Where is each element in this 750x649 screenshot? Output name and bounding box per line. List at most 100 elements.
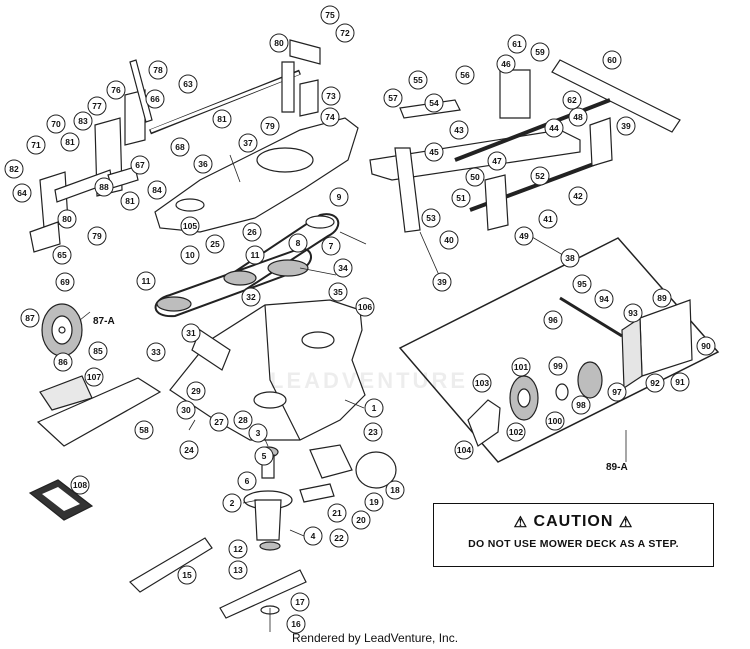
svg-text:6: 6 (245, 476, 250, 486)
callout-98: 98 (571, 395, 591, 415)
svg-text:7: 7 (329, 241, 334, 251)
callout-81b: 81 (120, 191, 140, 211)
callout-34: 34 (333, 258, 353, 278)
svg-text:21: 21 (332, 508, 342, 518)
callout-61: 61 (507, 34, 527, 54)
svg-text:8: 8 (296, 238, 301, 248)
svg-text:1: 1 (372, 403, 377, 413)
svg-text:81: 81 (65, 137, 75, 147)
callout-44: 44 (544, 118, 564, 138)
footer-credit: Rendered by LeadVenture, Inc. (291, 631, 459, 645)
svg-text:4: 4 (311, 531, 316, 541)
svg-text:104: 104 (457, 445, 471, 455)
callout-36: 36 (193, 154, 213, 174)
caution-heading: ⚠ CAUTION ⚠ (434, 513, 713, 531)
svg-text:17: 17 (295, 597, 305, 607)
svg-text:30: 30 (181, 405, 191, 415)
callout-39: 39 (432, 272, 452, 292)
svg-text:53: 53 (426, 213, 436, 223)
callout-47: 47 (487, 151, 507, 171)
callout-53: 53 (421, 208, 441, 228)
callout-6: 6 (237, 471, 257, 491)
svg-text:81: 81 (125, 196, 135, 206)
svg-text:86: 86 (58, 357, 68, 367)
callout-93: 93 (623, 303, 643, 323)
svg-text:43: 43 (454, 125, 464, 135)
callout-107: 107 (84, 367, 104, 387)
callout-72: 72 (335, 23, 355, 43)
svg-text:102: 102 (509, 427, 523, 437)
svg-text:22: 22 (334, 533, 344, 543)
svg-text:27: 27 (214, 417, 224, 427)
svg-text:38: 38 (565, 253, 575, 263)
callout-76: 76 (106, 80, 126, 100)
svg-text:11: 11 (142, 276, 151, 286)
callout-79: 79 (87, 226, 107, 246)
callout-101: 101 (511, 357, 531, 377)
callout-43: 43 (449, 120, 469, 140)
svg-text:25: 25 (210, 239, 220, 249)
callout-24: 24 (179, 440, 199, 460)
svg-text:100: 100 (548, 416, 562, 426)
callout-16: 16 (286, 614, 306, 634)
svg-text:3: 3 (256, 428, 261, 438)
hitch-frame-assembly (369, 59, 681, 233)
part-callouts: 1 2 3 4 5 6 7 8 9 10 11 11 12 13 15 16 1… (4, 5, 716, 634)
svg-text:82: 82 (9, 164, 19, 174)
callout-91: 91 (670, 372, 690, 392)
svg-text:68: 68 (175, 142, 185, 152)
svg-text:81: 81 (217, 114, 227, 124)
callout-39b: 39 (616, 116, 636, 136)
svg-text:34: 34 (338, 263, 348, 273)
callout-99: 99 (548, 356, 568, 376)
svg-text:42: 42 (573, 191, 583, 201)
callout-103: 103 (472, 373, 492, 393)
callout-54: 54 (424, 93, 444, 113)
svg-text:29: 29 (191, 386, 201, 396)
callout-59: 59 (530, 42, 550, 62)
callout-11: 11 (136, 271, 156, 291)
spindle-blade-assembly (129, 446, 307, 632)
callout-55: 55 (408, 70, 428, 90)
svg-text:56: 56 (460, 70, 470, 80)
callout-94: 94 (594, 289, 614, 309)
callout-73: 73 (321, 86, 341, 106)
callout-23: 23 (363, 422, 383, 442)
svg-text:54: 54 (429, 98, 439, 108)
svg-text:47: 47 (492, 156, 502, 166)
callout-77: 77 (87, 96, 107, 116)
callout-3: 3 (248, 423, 268, 443)
watermark: LEADVENTURE (270, 368, 469, 393)
svg-text:67: 67 (135, 160, 145, 170)
svg-text:60: 60 (607, 55, 617, 65)
callout-41: 41 (538, 209, 558, 229)
svg-text:93: 93 (628, 308, 638, 318)
svg-text:62: 62 (567, 95, 577, 105)
svg-text:41: 41 (543, 214, 553, 224)
svg-text:74: 74 (325, 112, 335, 122)
callout-68: 68 (170, 137, 190, 157)
callout-87: 87 (20, 308, 40, 328)
svg-text:12: 12 (233, 544, 243, 554)
svg-text:97: 97 (612, 387, 622, 397)
svg-text:36: 36 (198, 159, 208, 169)
gauge-wheel-assembly (41, 303, 83, 357)
callout-9: 9 (329, 187, 349, 207)
svg-text:63: 63 (183, 79, 193, 89)
callout-62: 62 (562, 90, 582, 110)
callout-81c: 81 (212, 109, 232, 129)
callout-4: 4 (303, 526, 323, 546)
callout-83: 83 (73, 111, 93, 131)
svg-text:39: 39 (437, 277, 447, 287)
callout-7: 7 (321, 236, 341, 256)
svg-text:61: 61 (512, 39, 522, 49)
callout-85: 85 (88, 341, 108, 361)
svg-text:71: 71 (31, 140, 41, 150)
callout-50: 50 (465, 167, 485, 187)
warning-triangle-icon: ⚠ (513, 514, 529, 531)
svg-text:35: 35 (333, 287, 343, 297)
lift-linkage-assembly (29, 39, 321, 253)
svg-text:59: 59 (535, 47, 545, 57)
svg-text:108: 108 (73, 480, 87, 490)
